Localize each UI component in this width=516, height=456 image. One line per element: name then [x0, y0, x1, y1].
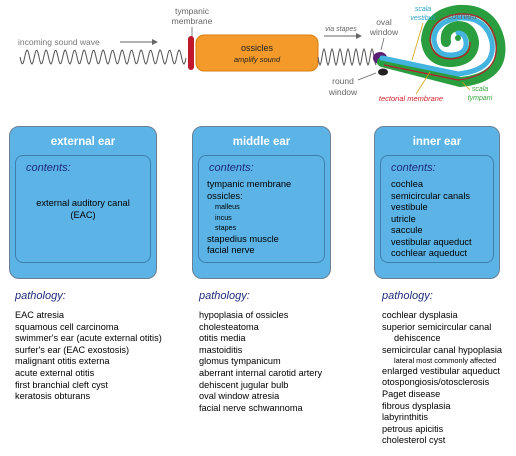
scala-vestibuli-pointer [411, 22, 424, 61]
middle-ear-pathology-label: pathology: [199, 290, 250, 302]
incoming-sound-wave-label: incoming sound wave [18, 37, 100, 47]
list-item: acute external otitis [15, 367, 95, 378]
cochlea-drawing [377, 4, 506, 88]
inner-ear-contents-list: cochlea semicircular canals vestibule ut… [391, 179, 493, 260]
list-item: EAC atresia [15, 310, 65, 320]
list-item: utricle [391, 213, 416, 224]
list-item: Paget disease [382, 389, 441, 400]
round-window-shadow [378, 68, 388, 76]
cochlea-label: cochlea [447, 11, 477, 21]
external-ear-contents-list: external auditory canal (EAC) [16, 198, 150, 221]
list-item: petrous apicitis [382, 423, 444, 434]
tympanic-membrane-label-1: tympanic [175, 6, 210, 16]
list-item: malleus [215, 202, 240, 211]
list-item: cochlear aqueduct [391, 248, 467, 258]
scala-tympani-label-1: scala [472, 86, 488, 93]
list-item: external auditory canal [36, 198, 130, 208]
list-item: semicircular canal hypoplasia [382, 344, 503, 355]
ossicles-box [195, 34, 319, 72]
list-item: cochlear dysplasia [382, 310, 458, 320]
list-item: mastoiditis [199, 344, 243, 355]
list-item: labyrinthitis [382, 412, 428, 423]
inner-ear-box: inner ear contents: cochlea semicircular… [374, 126, 500, 279]
sound-wave [19, 49, 187, 65]
inner-ear-pathology-label: pathology: [382, 290, 433, 302]
via-stapes-arrowhead [356, 33, 362, 39]
tympanic-membrane [188, 36, 194, 70]
round-window-label-2: window [328, 87, 358, 97]
list-item: otitis media [199, 333, 246, 344]
middle-ear-contents-label: contents: [209, 162, 254, 174]
list-item: (EAC) [70, 209, 96, 220]
list-item: cochlea [391, 179, 424, 189]
list-item: stapes [215, 223, 237, 232]
list-item: lateral most commonly affected [394, 356, 497, 366]
inner-ear-title: inner ear [412, 136, 462, 148]
inner-ear-contents-panel: contents: cochlea semicircular canals ve… [380, 155, 494, 263]
tectorial-pointer [415, 71, 431, 95]
inner-ear-contents-label: contents: [391, 162, 436, 174]
list-item: enlarged vestibular aqueduct [382, 365, 500, 376]
inner-ear-pathology-list: cochlear dysplasia superior semicircular… [382, 310, 502, 447]
list-item: malignant otitis externa [15, 356, 110, 367]
list-item: saccule [391, 225, 423, 235]
list-item: oval window atresia [199, 391, 280, 402]
scala-vestibuli-label-2: vestibuli [410, 15, 436, 22]
list-item: vestibule [391, 202, 428, 212]
list-item: surfer's ear (EAC exostosis) [15, 344, 130, 355]
list-item: squamous cell carcinoma [15, 321, 119, 332]
external-ear-box: external ear contents: external auditory… [9, 126, 157, 279]
list-item: keratosis obturans [15, 391, 91, 402]
sound-wave-stapes [317, 47, 377, 67]
list-item: cholesteatoma [199, 321, 259, 332]
list-item: hypoplasia of ossicles [199, 310, 289, 320]
list-item: dehiscent jugular bulb [199, 379, 289, 390]
list-item: semicircular canals [391, 190, 471, 201]
list-item: dehiscence [394, 333, 441, 344]
ossicles-subtitle: amplify sound [234, 55, 281, 64]
external-ear-contents-label: contents: [26, 162, 71, 174]
list-item: vestibular aqueduct [391, 236, 472, 247]
scala-tympani-pointer [461, 81, 471, 91]
round-window-label-1: round [332, 76, 354, 86]
list-item: first branchial cleft cyst [15, 379, 108, 390]
scala-vestibuli-label-1: scala [415, 6, 431, 13]
round-window-pointer [357, 72, 377, 81]
list-item: tympanic membrane [207, 179, 292, 189]
incoming-arrowhead [152, 39, 158, 45]
external-ear-pathology-label: pathology: [15, 290, 66, 302]
external-ear-title: external ear [50, 136, 116, 148]
via-stapes-label: via stapes [325, 26, 357, 33]
list-item: aberrant internal carotid artery [199, 367, 323, 378]
list-item: cholesterol cyst [382, 435, 446, 446]
oval-window-pointer [380, 37, 385, 51]
list-item: fibrous dysplasia [382, 400, 451, 411]
list-item: facial nerve schwannoma [199, 402, 303, 413]
external-ear-contents-panel: contents: external auditory canal (EAC) [15, 155, 151, 263]
external-ear-pathology-list: EAC atresia squamous cell carcinoma swim… [15, 310, 162, 403]
list-item: facial nerve [207, 245, 255, 255]
middle-ear-pathology-list: hypoplasia of ossicles cholesteatoma oti… [199, 310, 322, 414]
list-item: glomus tympanicum [199, 356, 281, 367]
scala-tympani-label-2: tympani [468, 95, 493, 102]
ear-diagram: incoming sound wave tympanic membrane os… [18, 4, 506, 103]
tympanic-membrane-label-2: membrane [172, 16, 213, 26]
middle-ear-contents-panel: contents: tympanic membrane ossicles: ma… [198, 155, 325, 263]
list-item: superior semicircular canal [382, 321, 492, 332]
list-item: incus [215, 212, 232, 222]
oval-window-label-1: oval [376, 17, 392, 27]
list-item: otospongiosis/otosclerosis [382, 377, 490, 388]
tectorial-membrane-label: tectorial membrane [379, 94, 443, 103]
list-item: stapedius muscle [207, 233, 279, 244]
ossicles-title: ossicles [241, 43, 274, 53]
list-item: ossicles: [207, 190, 243, 201]
oval-window-label-2: window [369, 27, 399, 37]
middle-ear-title: middle ear [232, 136, 291, 148]
middle-ear-box: middle ear contents: tympanic membrane o… [192, 126, 331, 279]
middle-ear-contents-list: tympanic membrane ossicles: malleus incu… [207, 179, 324, 257]
list-item: swimmer's ear (acute external otitis) [15, 333, 162, 344]
